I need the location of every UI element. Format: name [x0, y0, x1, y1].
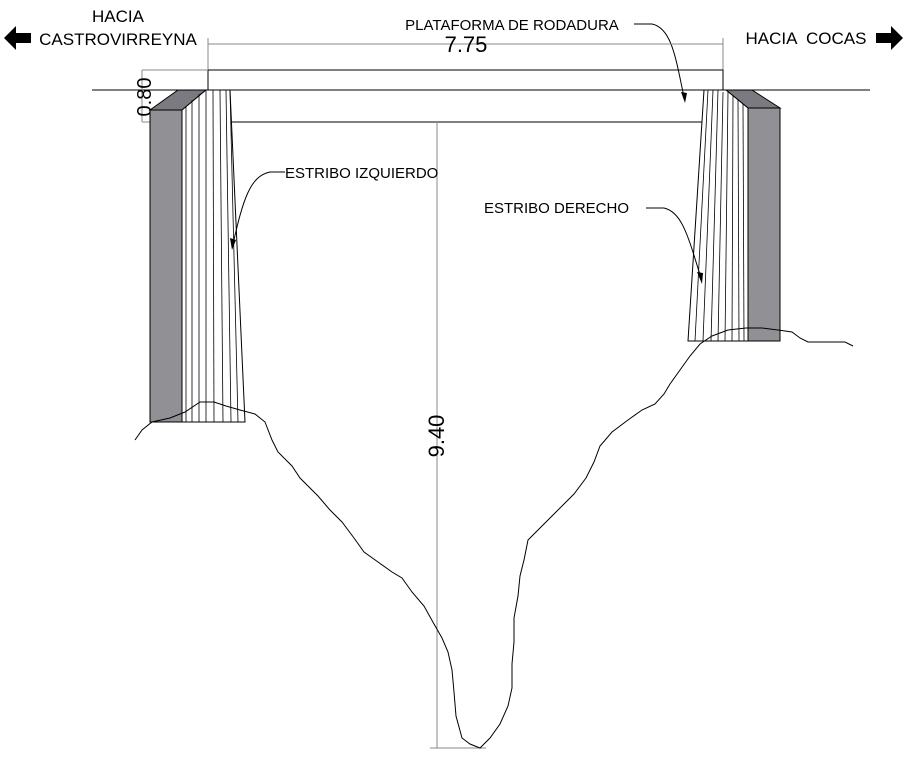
right-abutment-leader-arrowhead	[697, 272, 703, 284]
deck-platform	[206, 69, 726, 123]
platform-leader-arrowhead	[681, 92, 687, 103]
arrow-right-icon	[876, 26, 903, 50]
span-dimension	[207, 38, 724, 70]
left-direction-line1: HACIA	[92, 7, 145, 26]
platform-label: PLATAFORMA DE RODADURA	[405, 17, 619, 34]
depth-dimension-value: 9.40	[424, 415, 449, 458]
left-abutment-label: ESTRIBO IZQUIERDO	[285, 165, 438, 182]
left-abutment-leader-arrowhead	[230, 238, 236, 250]
depth-dimension	[430, 122, 486, 749]
right-direction: HACIA COCAS	[746, 29, 867, 48]
right-abutment-label: ESTRIBO DERECHO	[484, 200, 629, 217]
left-abutment	[148, 89, 246, 423]
left-abutment-leader	[232, 171, 285, 245]
platform-leader	[634, 23, 685, 98]
span-dimension-value: 7.75	[445, 32, 488, 57]
left-direction-line2: CASTROVIRREYNA	[39, 30, 197, 49]
right-abutment-leader	[646, 207, 702, 279]
right-abutment	[687, 89, 782, 342]
deck-height-value: 0.80	[134, 78, 156, 117]
arrow-left-icon	[4, 26, 31, 50]
terrain-profile	[134, 327, 854, 749]
